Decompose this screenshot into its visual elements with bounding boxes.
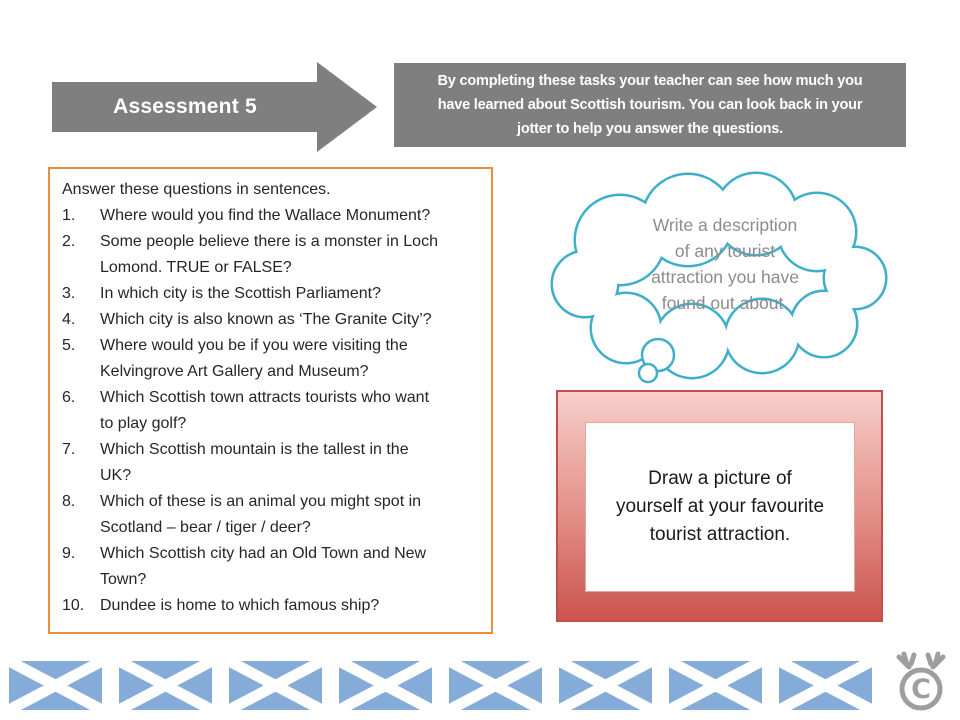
scotland-flag-icon xyxy=(9,661,102,710)
scotland-flag-icon xyxy=(779,661,872,710)
question-item: 4. Which city is also known as ‘The Grani… xyxy=(62,307,481,333)
thought-bubble xyxy=(550,160,895,395)
flag-row xyxy=(9,661,872,710)
arrow-body xyxy=(52,82,318,132)
arrow-head-icon xyxy=(317,62,377,152)
question-number: 3. xyxy=(62,285,76,302)
question-heading: Answer these questions in sentences. xyxy=(62,181,331,198)
question-number: 5. xyxy=(62,337,76,354)
question-item: 2. Some people believe there is a monster… xyxy=(62,229,481,281)
thought-bubble-icon xyxy=(550,171,888,384)
scotland-flag-icon xyxy=(229,661,322,710)
intro-box: By completing these tasks your teacher c… xyxy=(394,63,906,147)
question-item: 9. Which Scottish city had an Old Town an… xyxy=(62,541,481,593)
question-number: 2. xyxy=(62,233,76,250)
question-number: 10. xyxy=(62,597,85,614)
question-text: Which of these is an animal you might sp… xyxy=(100,493,422,536)
logo-letter: C xyxy=(911,674,931,705)
thought-tail-icon xyxy=(637,337,676,384)
question-item: 8. Which of these is an animal you might … xyxy=(62,489,481,541)
question-number: 6. xyxy=(62,389,76,406)
question-text: Dundee is home to which famous ship? xyxy=(100,597,380,614)
question-text: Which Scottish mountain is the tallest i… xyxy=(100,441,409,484)
question-number: 7. xyxy=(62,441,76,458)
question-item: 10. Dundee is home to which famous ship? xyxy=(62,593,481,619)
question-text: Some people believe there is a monster i… xyxy=(100,233,438,276)
draw-panel-inner: Draw a picture of yourself at your favou… xyxy=(585,422,855,592)
question-item: 5. Where would you be if you were visitin… xyxy=(62,333,481,385)
question-text: Which city is also known as ‘The Granite… xyxy=(100,311,432,328)
question-text: Where would you find the Wallace Monumen… xyxy=(100,207,431,224)
question-text: In which city is the Scottish Parliament… xyxy=(100,285,382,302)
intro-text: By completing these tasks your teacher c… xyxy=(437,73,863,137)
scotland-flag-icon xyxy=(669,661,762,710)
question-item: 6. Which Scottish town attracts tourists … xyxy=(62,385,481,437)
question-text: Which Scottish city had an Old Town and … xyxy=(100,545,427,588)
question-text: Which Scottish town attracts tourists wh… xyxy=(100,389,430,432)
scotland-flag-icon xyxy=(559,661,652,710)
question-number: 4. xyxy=(62,311,76,328)
page-title: Assessment 5 xyxy=(113,95,257,118)
question-number: 1. xyxy=(62,207,76,224)
question-panel: Answer these questions in sentences. 1. W… xyxy=(48,167,493,634)
draw-panel: Draw a picture of yourself at your favou… xyxy=(556,390,883,622)
question-item: 7. Which Scottish mountain is the tallest… xyxy=(62,437,481,489)
thought-bubble-text: Write a description of any tourist attra… xyxy=(651,215,799,313)
question-item: 3. In which city is the Scottish Parliame… xyxy=(62,281,481,307)
question-item: 1. Where would you find the Wallace Monum… xyxy=(62,203,481,229)
question-number: 8. xyxy=(62,493,76,510)
question-list: 1. Where would you find the Wallace Monum… xyxy=(62,203,481,619)
scotland-flag-icon xyxy=(339,661,432,710)
question-number: 9. xyxy=(62,545,76,562)
question-text: Where would you be if you were visiting … xyxy=(100,337,408,380)
moose-copyright-logo-icon: C xyxy=(896,651,946,711)
draw-panel-text: Draw a picture of yourself at your favou… xyxy=(615,468,825,545)
scotland-flag-icon xyxy=(119,661,212,710)
title-arrow-shape: Assessment 5 xyxy=(52,62,377,152)
scotland-flag-icon xyxy=(449,661,542,710)
